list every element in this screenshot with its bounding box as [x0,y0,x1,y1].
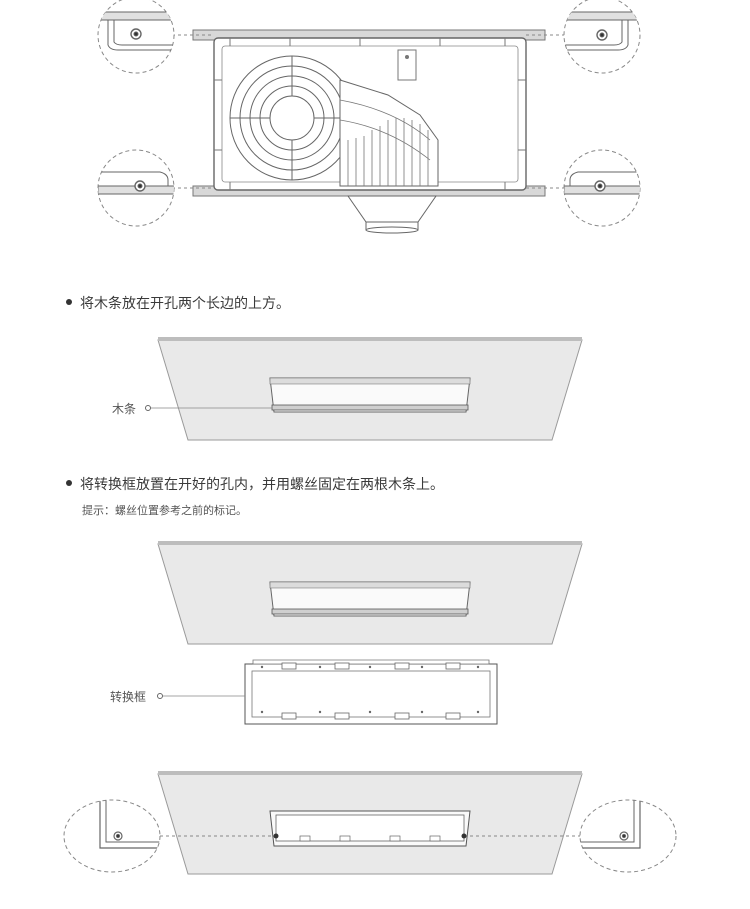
adapter-frame [157,659,498,725]
wood-strip [271,404,469,411]
detail-ellipse-right [579,799,677,873]
ceiling-panel-step2 [157,541,583,645]
fan-unit-assembly [172,29,566,234]
outlet-duct [347,195,437,223]
detail-circle-top-left [97,0,175,74]
ceiling-panel-step3 [157,771,583,875]
detail-circle-top-right [563,0,641,74]
bracket [397,49,417,81]
adapter-frame-label: 转换框 [110,690,147,704]
detail-circle-bottom-left [97,149,175,227]
wood-strip-label: 木条 [112,402,137,416]
detail-ellipse-left [63,799,161,873]
step-1-text: 将木条放在开孔两个长边的上方。 [80,296,290,312]
bullet-dot [66,480,72,486]
ceiling-panel-step1 [145,337,583,441]
volute-duct [339,79,439,187]
bullet-dot [66,299,72,305]
step-1-instruction: 将木条放在开孔两个长边的上方。 [66,293,290,313]
step-2-text: 将转换框放置在开好的孔内，并用螺丝固定在两根木条上。 [80,477,444,493]
step-2-instruction: 将转换框放置在开好的孔内，并用螺丝固定在两根木条上。 [66,474,444,494]
detail-circle-bottom-right [563,149,641,227]
fan-grille [229,55,355,181]
hint-text: 提示：螺丝位置参考之前的标记。 [82,504,247,517]
